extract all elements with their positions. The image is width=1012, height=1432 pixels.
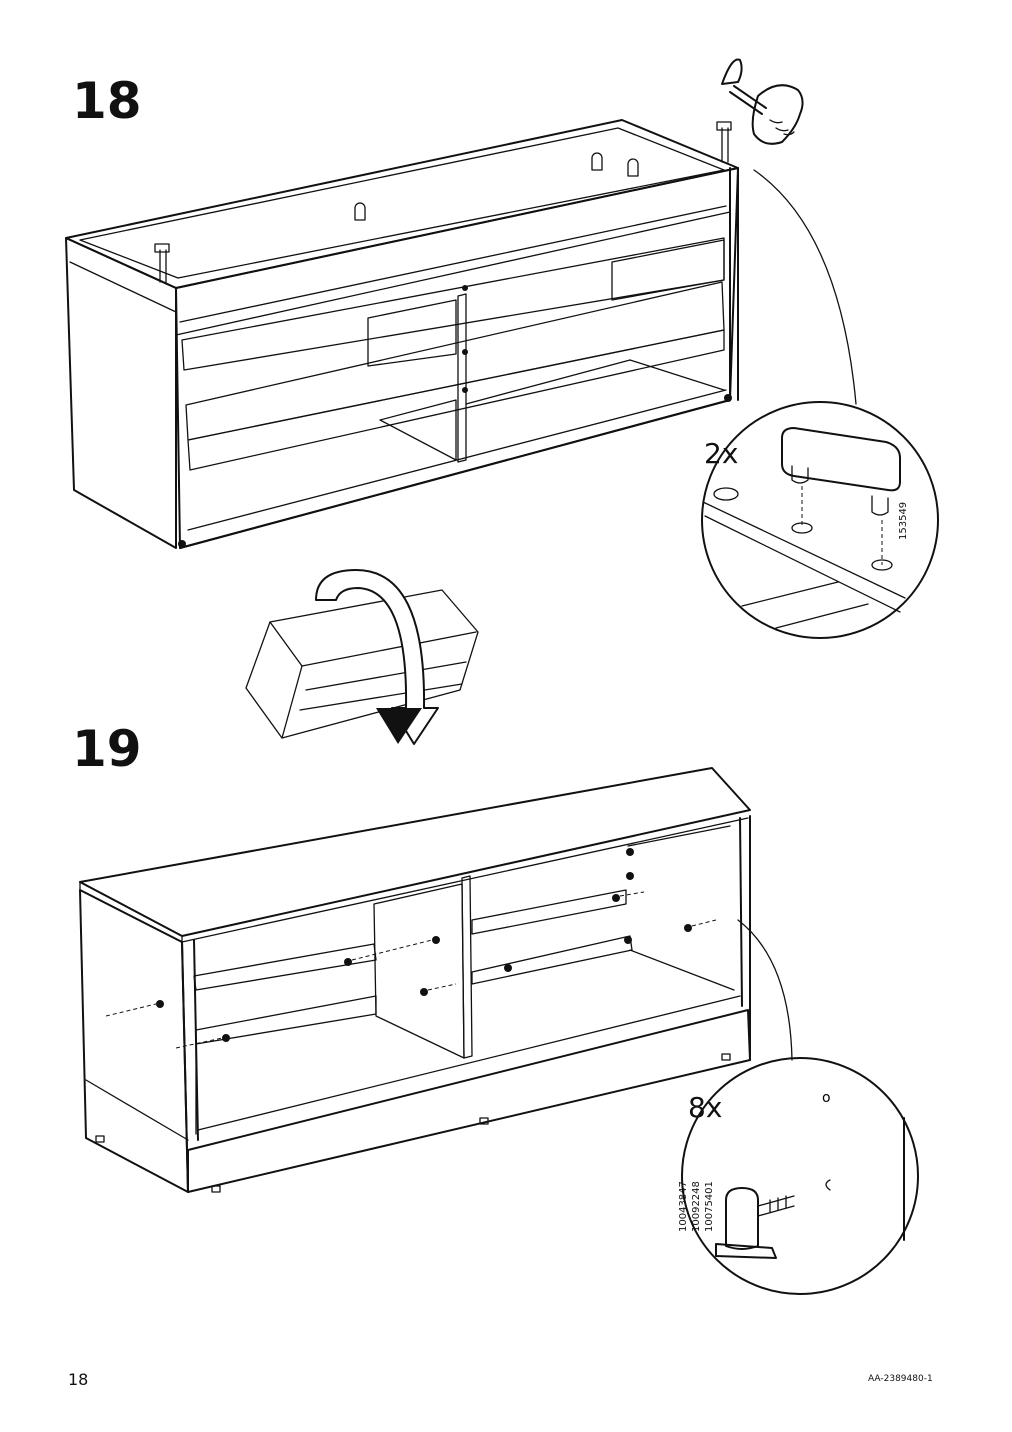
document-id: AA-2389480-1	[868, 1374, 933, 1384]
page-number: 18	[68, 1370, 89, 1389]
step-number-19: 19	[72, 720, 142, 778]
quantity-label-step-18: 2x	[704, 437, 739, 470]
rotate-arrow-icon	[315, 569, 439, 745]
part-code-10092248: 10092248	[691, 1181, 702, 1232]
callout-line	[753, 169, 857, 405]
detail-circle-foot	[701, 401, 939, 639]
part-code-153549: 153549	[898, 501, 909, 540]
cabinet-upright-illustration	[79, 767, 751, 1193]
cabinet-upside-down-illustration	[65, 119, 739, 549]
step-number-18: 18	[72, 72, 142, 130]
detail-circle-cam-lock: o	[681, 1057, 919, 1295]
hammer-hand-icon	[721, 58, 804, 145]
flip-cabinet-illustration	[245, 589, 479, 739]
callout-line	[737, 919, 793, 1061]
part-code-10043847: 10043847	[678, 1181, 689, 1232]
part-code-10075401: 10075401	[704, 1181, 715, 1232]
quantity-label-step-19: 8x	[688, 1091, 723, 1124]
svg-text:o: o	[822, 1090, 831, 1106]
